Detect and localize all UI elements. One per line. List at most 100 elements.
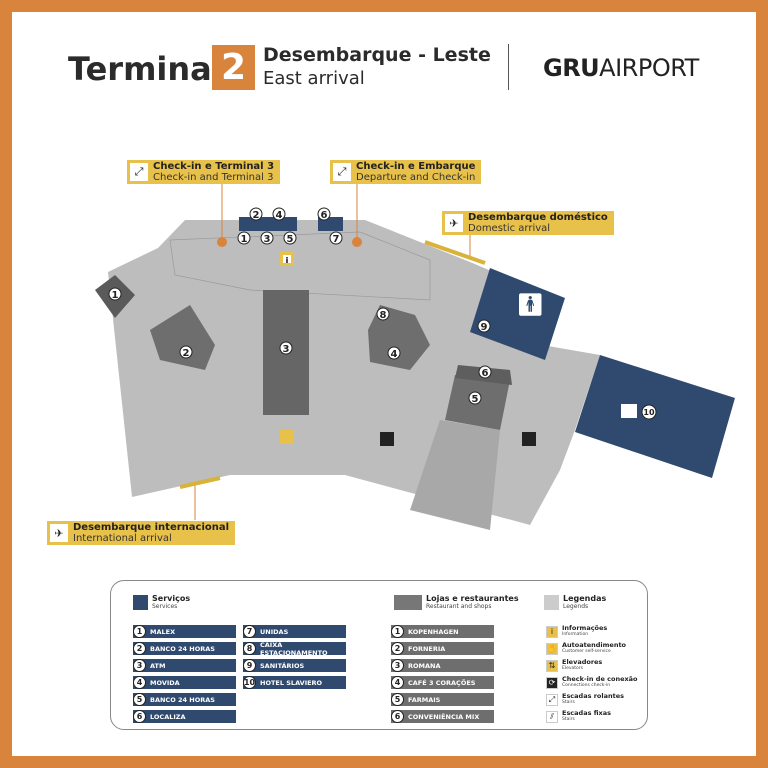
service-item: 10 HOTEL SLAVIERO [243, 676, 346, 689]
service-item: 2 BANCO 24 HORAS [133, 642, 236, 655]
escalator-marker-left [217, 237, 227, 247]
service-marker-1: 1 [237, 231, 251, 245]
svg-text:9: 9 [481, 322, 488, 333]
subtitle-pt: Desembarque - Leste [263, 44, 491, 66]
svg-text:2: 2 [253, 210, 260, 221]
restaurant-shop-icon [394, 594, 422, 610]
checkin-counters-6-7 [318, 217, 343, 231]
services-swatch [133, 594, 148, 610]
item-label: CAFÉ 3 CORAÇÕES [408, 678, 476, 687]
item-label: MOVIDA [150, 678, 180, 687]
info-icon: i [546, 625, 558, 638]
svg-text:1: 1 [241, 234, 248, 245]
shop-marker-3: 3 [279, 341, 293, 355]
escalator-icon: ⤢ [333, 163, 351, 181]
service-marker-9: 9 [477, 319, 491, 333]
svg-text:3: 3 [283, 344, 290, 355]
number-badge: 6 [133, 710, 146, 723]
shop-4-block [368, 305, 430, 370]
restroom-icons: 🚹︎ [516, 293, 544, 318]
item-label: FORNERIA [408, 644, 446, 653]
item-label: CAIXA ESTACIONAMENTO [260, 640, 328, 657]
number-badge: 9 [243, 659, 256, 672]
svg-text:5: 5 [287, 234, 294, 245]
number-badge: 5 [133, 693, 146, 706]
number-badge: 10 [243, 676, 256, 689]
service-marker-6: 6 [317, 207, 331, 221]
shop-item: 1 KOPENHAGEN [391, 625, 494, 638]
item-label: ATM [150, 661, 166, 670]
number-badge: 2 [133, 642, 146, 655]
escalator-icon: ⤢ [546, 693, 558, 706]
shop-item: 2 FORNERIA [391, 642, 494, 655]
stairs-icon: ⫽ [546, 710, 558, 723]
item-label: ROMANA [408, 661, 441, 670]
service-marker-7: 7 [329, 231, 343, 245]
upper-mezzanine [169, 231, 431, 301]
svg-text:8: 8 [380, 310, 387, 321]
number-badge: 1 [391, 625, 404, 638]
international-arrival-gate [179, 476, 221, 489]
escalator-icon: ⤢ [130, 163, 148, 181]
terminal-number-badge: 2 [212, 45, 255, 90]
svg-text:i: i [286, 256, 289, 265]
checkin-counters-1-5 [239, 217, 297, 231]
service-item: 3 ATM [133, 659, 236, 672]
page-title: Terminal [68, 50, 223, 88]
shop-marker-6: 6 [478, 365, 492, 379]
number-badge: 4 [133, 676, 146, 689]
shop-marker-5: 5 [468, 391, 482, 405]
number-badge: 5 [391, 693, 404, 706]
svg-text:4: 4 [391, 349, 398, 360]
shop-2-block [150, 305, 215, 370]
service-marker-8: 8 [376, 307, 390, 321]
item-label: HOTEL SLAVIERO [260, 678, 323, 687]
shop-marker-2: 2 [179, 345, 193, 359]
service-marker-3: 3 [260, 231, 274, 245]
self-service-icon: ✋ [546, 642, 558, 655]
terminal-floor [108, 220, 600, 525]
service-marker-5: 5 [283, 231, 297, 245]
arrival-plane-icon: ✈ [50, 524, 68, 542]
number-badge: 3 [133, 659, 146, 672]
svg-text:5: 5 [472, 394, 479, 405]
svg-text:3: 3 [264, 234, 271, 245]
arrival-plane-icon: ✈ [445, 214, 463, 232]
connection-checkin-icon-left [380, 432, 394, 446]
item-label: BANCO 24 HORAS [150, 644, 215, 653]
service-item: 8 CAIXA ESTACIONAMENTO [243, 640, 346, 657]
svg-text:10: 10 [643, 408, 655, 417]
hotel-bed-icon [621, 404, 637, 418]
number-badge: 3 [391, 659, 404, 672]
svg-text:4: 4 [276, 210, 283, 221]
svg-text:7: 7 [333, 234, 340, 245]
svg-text:6: 6 [321, 210, 328, 221]
legend-dots-icon [544, 594, 559, 610]
svg-text:2: 2 [183, 348, 190, 359]
header-divider [508, 44, 509, 90]
item-label: KOPENHAGEN [408, 627, 459, 636]
arrival-hall [410, 420, 500, 530]
number-badge: 2 [391, 642, 404, 655]
escalator-marker-right [352, 237, 362, 247]
number-badge: 8 [243, 642, 256, 655]
svg-text:1: 1 [112, 290, 119, 301]
restroom-block [470, 268, 565, 360]
